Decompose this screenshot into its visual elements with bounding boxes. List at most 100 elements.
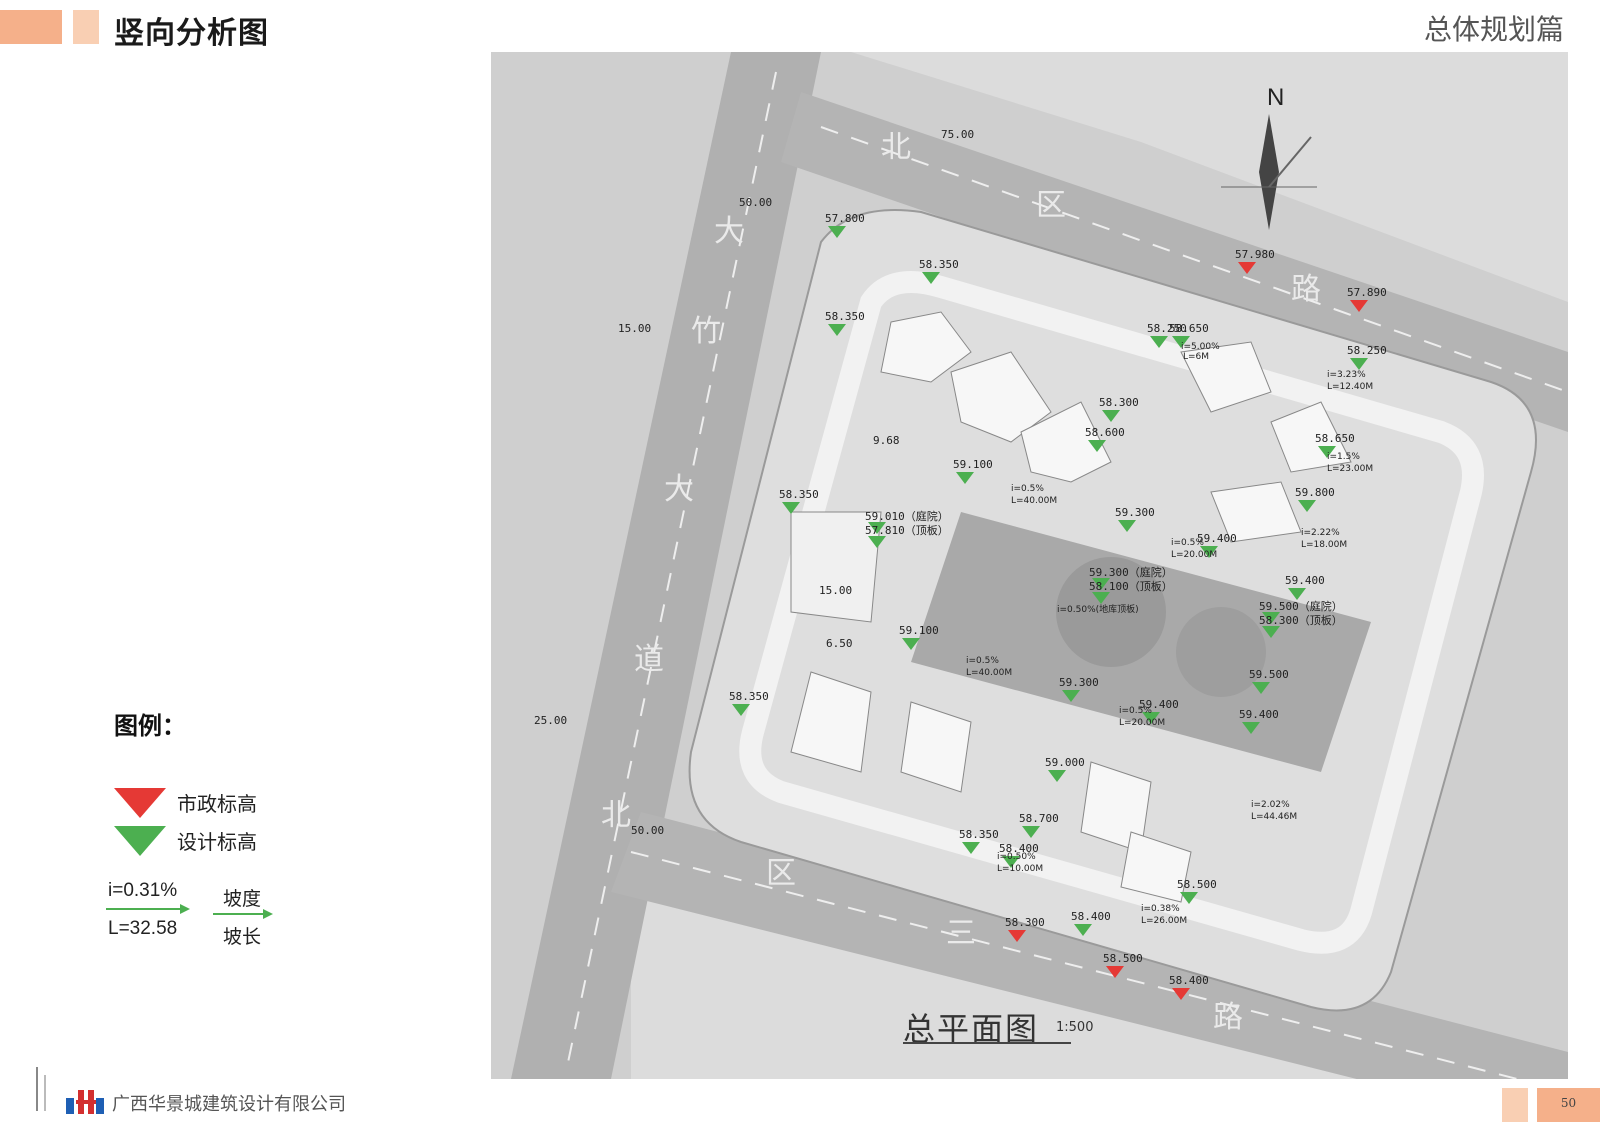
elevation-label: 58.300（顶板） [1259, 614, 1343, 627]
road-label: 竹 [691, 314, 721, 349]
elevation-label: 58.350 [919, 258, 959, 271]
site-plan-drawing [491, 52, 1568, 1079]
design-elevation-marker [1092, 578, 1110, 590]
site-plan: N 北 区 路 大 竹 大 道 北 区 三 路 75.00 50.00 15.0… [491, 52, 1568, 1079]
slope-note: L=20.00M [1171, 550, 1218, 560]
building [1180, 341, 1272, 413]
north-arrow [1259, 114, 1279, 230]
legend-length-value: L=32.58 [108, 918, 178, 939]
elevation-label: 59.400 [1239, 708, 1279, 721]
elevation-markers [732, 226, 1368, 1000]
legend-municipal-label: 市政标高 [177, 792, 257, 816]
slope-note: L=40.00M [1011, 496, 1058, 506]
design-elevation-marker [1102, 410, 1120, 422]
slope-note: L=12.40M [1327, 382, 1374, 392]
design-elevation-marker [1252, 682, 1270, 694]
design-elevation-marker [1200, 546, 1218, 558]
legend-arrow-icon [106, 904, 190, 914]
header-accent-block [0, 10, 62, 44]
elevation-label: 58.600 [1085, 426, 1125, 439]
plan-scale: 1:500 [1056, 1020, 1094, 1035]
road-label: 道 [634, 642, 664, 677]
slope-note: i=0.38% [1141, 904, 1180, 914]
design-elevation-marker [1062, 690, 1080, 702]
elevation-label: 58.350 [825, 310, 865, 323]
municipal-elevation-icon [114, 788, 166, 818]
building [1120, 831, 1192, 903]
building [790, 671, 872, 773]
dimension-label: 15.00 [618, 322, 652, 335]
design-elevation-marker [1002, 856, 1020, 868]
road-label: 北 [601, 798, 631, 833]
legend-slope-word: 坡度 [223, 889, 262, 910]
road-label: 区 [1036, 188, 1066, 223]
elevation-label: 58.350 [779, 488, 819, 501]
slope-note: L=10.00M [997, 864, 1044, 874]
design-elevation-marker [1092, 592, 1110, 604]
design-elevation-marker [1142, 712, 1160, 724]
municipal-elevation-marker [1350, 300, 1368, 312]
design-elevation-marker [828, 226, 846, 238]
slope-note: i=0.50%(地库顶板) [1057, 605, 1139, 615]
design-elevation-marker [1288, 588, 1306, 600]
design-elevation-marker [1048, 770, 1066, 782]
slope-note: i=2.02% [1251, 800, 1290, 810]
design-elevation-marker [1262, 626, 1280, 638]
elevation-label: 59.010（庭院） [865, 510, 949, 523]
legend-slope-value: i=0.31% [108, 880, 178, 901]
elevation-label: 59.400 [1285, 574, 1325, 587]
design-elevation-marker [1242, 722, 1260, 734]
legend-design-label: 设计标高 [177, 830, 257, 854]
company-logo-icon [66, 1090, 104, 1114]
elevation-label: 57.980 [1235, 248, 1275, 261]
elevation-label: 59.500 [1249, 668, 1289, 681]
elevation-label: 57.800 [825, 212, 865, 225]
design-elevation-marker [902, 638, 920, 650]
elevation-label: 58.350 [729, 690, 769, 703]
slope-note: L=20.00M [1119, 718, 1166, 728]
design-elevation-marker [1180, 892, 1198, 904]
slope-note: L=40.00M [966, 668, 1013, 678]
slope-note: L=26.00M [1141, 916, 1188, 926]
page-number-box [1537, 1088, 1600, 1122]
plan-title-underline [903, 1042, 1071, 1044]
design-elevation-marker [828, 324, 846, 336]
slope-note: L=44.46M [1251, 812, 1298, 822]
building [1210, 481, 1302, 543]
company-name: 广西华景城建筑设计有限公司 [112, 1094, 346, 1115]
elevation-label: 58.700 [1019, 812, 1059, 825]
internal-road [739, 271, 1484, 954]
slope-note: i=3.23% [1327, 370, 1366, 380]
slope-note: i=5.00% [1181, 342, 1220, 352]
elevation-label: 59.300 [1059, 676, 1099, 689]
design-elevation-marker [868, 536, 886, 548]
road-label: 区 [766, 856, 796, 891]
road-label: 路 [1213, 1000, 1243, 1035]
elevation-label: 58.100（顶板） [1089, 580, 1173, 593]
elevation-label: 58.250 [1347, 344, 1387, 357]
dimension-label: 50.00 [631, 824, 665, 837]
road-dazhu [511, 52, 821, 1079]
elevation-label: 58.650 [1169, 322, 1209, 335]
design-elevation-marker [1262, 612, 1280, 624]
design-elevation-marker [922, 272, 940, 284]
dimension-label: 15.00 [819, 584, 853, 597]
design-elevation-marker [1088, 440, 1106, 452]
legend-title: 图例： [114, 712, 186, 740]
dimension-label: 50.00 [739, 196, 773, 209]
page-accent-block [1502, 1088, 1528, 1122]
elevation-label: 58.250 [1147, 322, 1187, 335]
slope-note: i=0.5% [1011, 484, 1044, 494]
elevation-label: 58.500 [1103, 952, 1143, 965]
elevation-label: 59.500（庭院） [1259, 600, 1343, 613]
design-elevation-marker [1022, 826, 1040, 838]
dimension-label: 25.00 [534, 714, 568, 727]
elevation-label: 58.500 [1177, 878, 1217, 891]
design-elevation-marker [1150, 336, 1168, 348]
elevation-label: 58.300 [1005, 916, 1045, 929]
elevation-label: 58.650 [1315, 432, 1355, 445]
elevation-label: 59.400 [1139, 698, 1179, 711]
slope-note: i=0.5% [966, 656, 999, 666]
elevation-label: 58.400 [1071, 910, 1111, 923]
slope-note: L=6M [1183, 352, 1210, 362]
